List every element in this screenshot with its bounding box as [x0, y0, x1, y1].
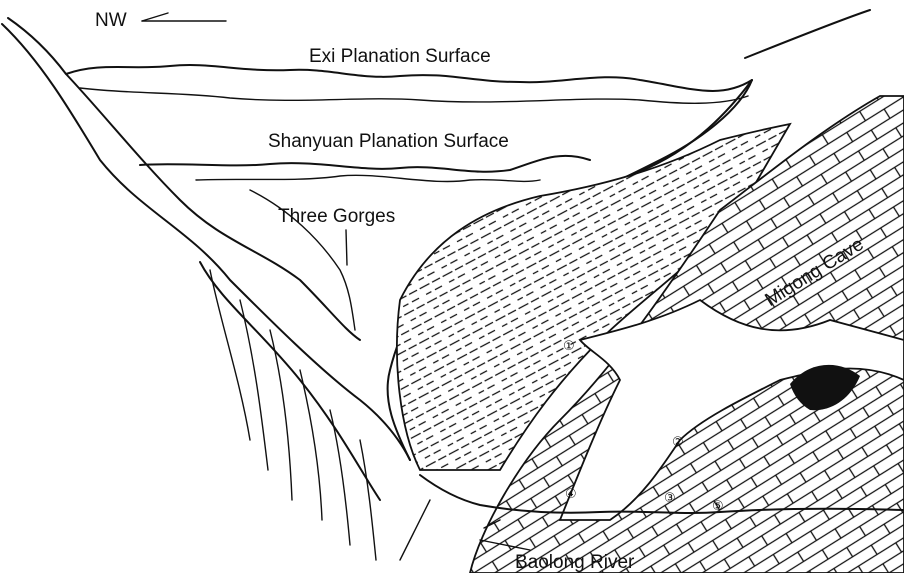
- marker-1: ①: [563, 340, 575, 353]
- baolong-river-label: Baolong River: [515, 553, 634, 572]
- marker-2: ②: [672, 436, 684, 449]
- marker-4: ④: [565, 488, 577, 501]
- planation-ridgelines: [8, 18, 752, 182]
- exi-surface-label: Exi Planation Surface: [309, 47, 491, 66]
- three-gorges-label: Three Gorges: [278, 207, 395, 226]
- compass-arrow-icon: [142, 13, 226, 21]
- marker-3: ③: [664, 492, 676, 505]
- marker-5: ⑤: [712, 500, 724, 513]
- shanyuan-surface-label: Shanyuan Planation Surface: [268, 132, 509, 151]
- compass-label: NW: [95, 11, 127, 30]
- left-cliff-faces: [200, 262, 380, 560]
